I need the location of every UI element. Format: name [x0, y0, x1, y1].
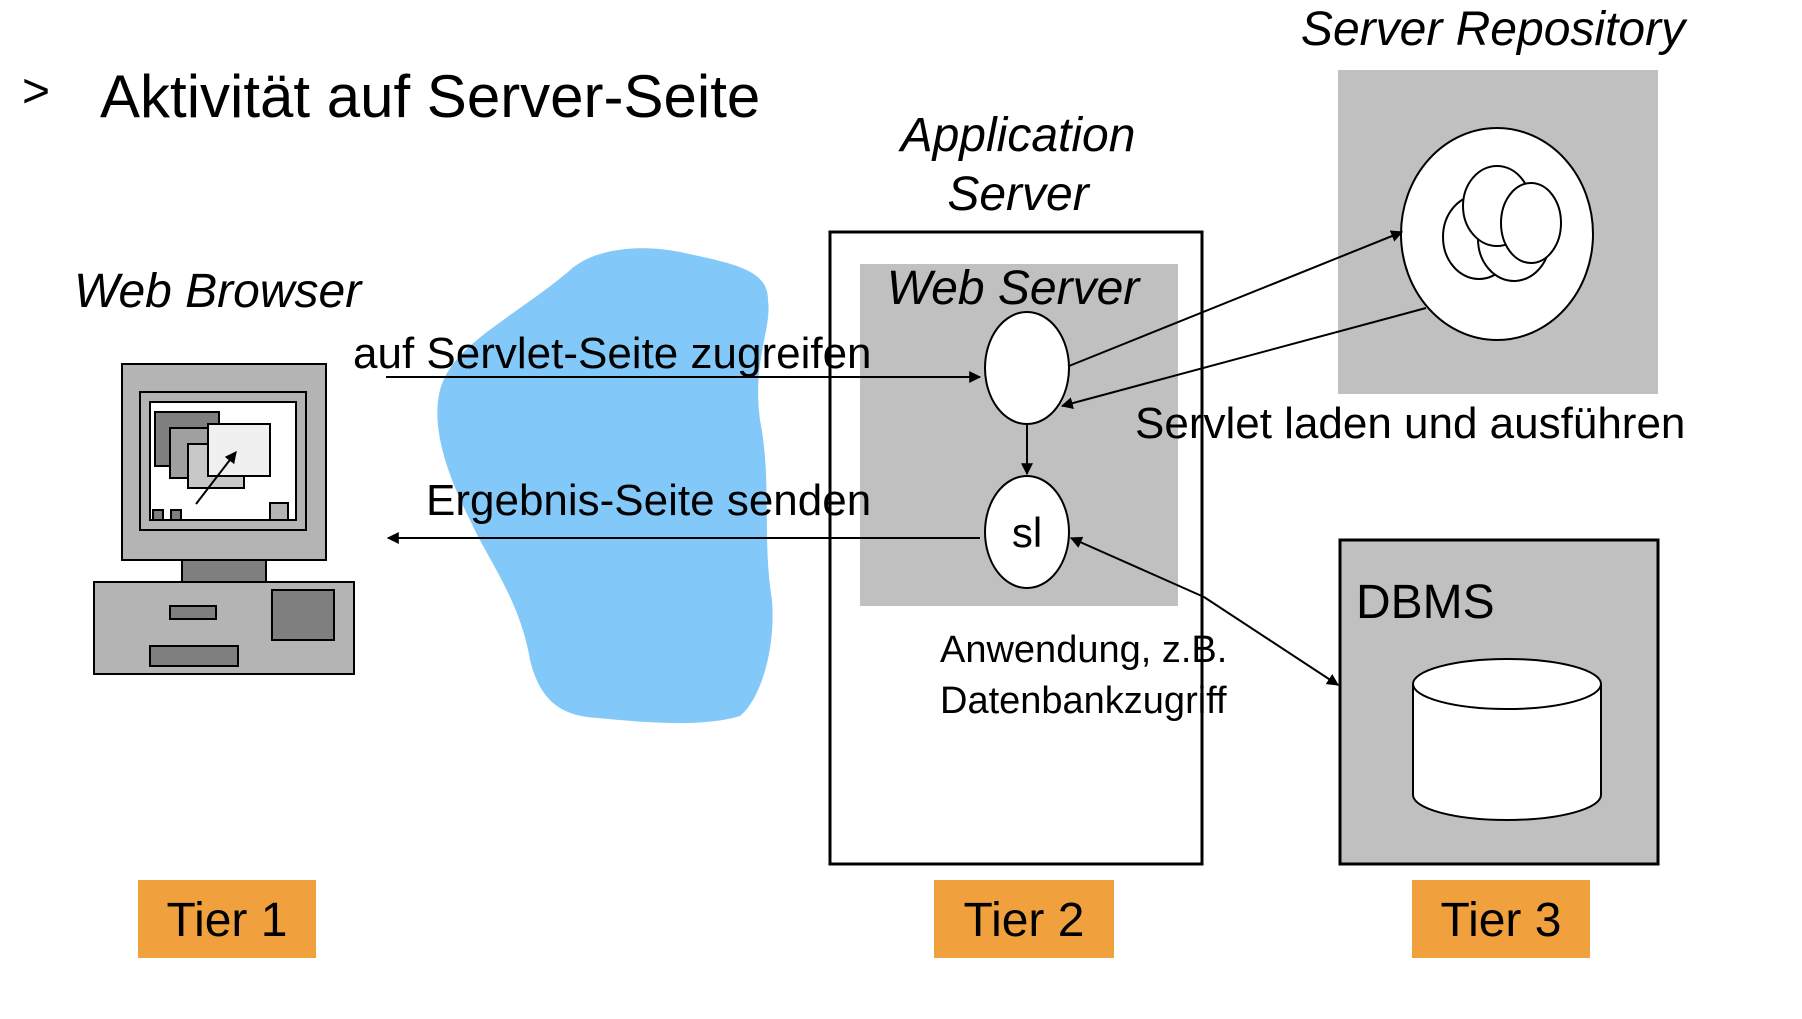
repository-request-arrow: [1068, 230, 1404, 367]
application-server-label-line1: Application: [898, 109, 1136, 162]
db-access-arrow-down: [1203, 596, 1340, 686]
tier-1-label: Tier 1: [167, 894, 288, 947]
web-server-label: Web Server: [887, 262, 1142, 315]
network-cloud: [437, 248, 773, 724]
database-cylinder-icon: [1412, 658, 1602, 821]
title-bullet: >: [22, 65, 50, 118]
response-label: Ergebnis-Seite senden: [426, 476, 871, 525]
tier-3-badge: Tier 3: [1412, 880, 1590, 958]
server-repository-label: Server Repository: [1301, 3, 1688, 56]
dbms-label: DBMS: [1356, 576, 1495, 629]
tier-3-label: Tier 3: [1441, 894, 1562, 947]
application-server-label-line2: Server: [947, 168, 1090, 221]
db-access-arrow-up: [1069, 536, 1205, 598]
load-label: Servlet laden und ausführen: [1135, 399, 1685, 448]
computer-icon: [93, 363, 355, 675]
servlet-load-arrow: [1060, 307, 1427, 409]
servlet-node-label: sl: [1012, 509, 1042, 556]
web-server-node: [984, 311, 1070, 425]
servlet-node: [984, 475, 1070, 589]
servlet-cluster-icon: [1442, 165, 1562, 282]
web-browser-label: Web Browser: [74, 265, 363, 318]
tier-2-label: Tier 2: [964, 894, 1085, 947]
tier-1-badge: Tier 1: [138, 880, 316, 958]
db-access-label-line1: Anwendung, z.B.: [940, 629, 1227, 671]
db-access-label-line2: Datenbankzugriff: [940, 680, 1227, 722]
tier-2-badge: Tier 2: [934, 880, 1114, 958]
slide-title: Aktivität auf Server-Seite: [100, 63, 760, 130]
request-label: auf Servlet-Seite zugreifen: [353, 329, 872, 378]
